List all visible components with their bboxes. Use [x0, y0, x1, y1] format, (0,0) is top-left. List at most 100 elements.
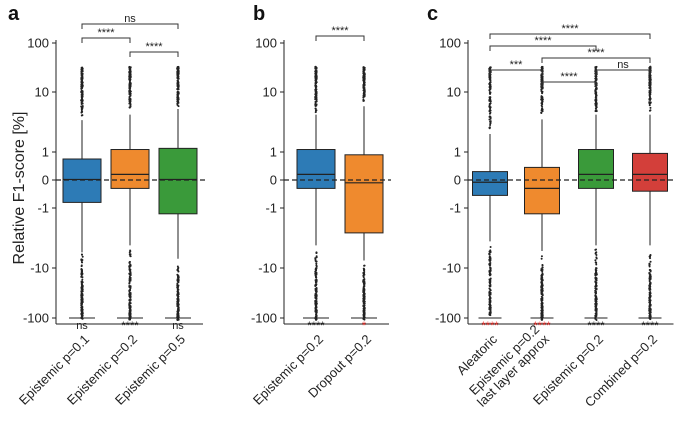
outlier-point: [649, 97, 652, 100]
outlier-point: [363, 82, 366, 85]
outlier-point: [541, 268, 544, 271]
outlier-point: [80, 282, 83, 285]
outlier-point: [176, 100, 179, 103]
outlier-point: [595, 78, 598, 81]
outlier-point: [540, 285, 543, 288]
outlier-point: [176, 71, 179, 74]
outlier-point: [541, 309, 544, 312]
outlier-point: [129, 94, 132, 97]
outlier-point: [648, 287, 651, 290]
y-tick-label: 1: [454, 145, 461, 160]
y-axis-label: Relative F1-score [%]: [11, 112, 28, 265]
outlier-point: [128, 261, 131, 264]
outlier-point: [362, 308, 365, 311]
bracket-label: ****: [331, 25, 349, 37]
outlier-point: [176, 76, 179, 79]
outlier-point: [489, 117, 492, 120]
y-tick-label: 100: [255, 36, 277, 51]
outlier-point: [648, 262, 651, 265]
outlier-point: [363, 88, 366, 91]
outlier-point: [129, 288, 132, 291]
outlier-point: [648, 67, 651, 70]
box-body: [110, 149, 150, 189]
outlier-point: [315, 262, 318, 265]
bottom-significance-label: ns: [172, 320, 184, 332]
y-tick-label: 10: [263, 85, 277, 100]
outlier-point: [488, 280, 491, 283]
outlier-point: [594, 109, 597, 112]
outlier-point: [128, 98, 131, 101]
outlier-point: [488, 273, 491, 276]
outlier-point: [595, 269, 598, 272]
outlier-point: [177, 67, 180, 70]
outlier-point: [81, 311, 84, 314]
outlier-point: [314, 75, 317, 78]
outlier-point: [363, 268, 366, 271]
outlier-point: [80, 299, 83, 302]
bracket-line: [315, 35, 365, 41]
outlier-point: [595, 263, 598, 266]
outlier-point: [488, 263, 491, 266]
outlier-point: [649, 253, 652, 256]
bracket-line: [489, 45, 597, 51]
outlier-point: [362, 71, 365, 74]
outlier-point: [648, 278, 651, 281]
outlier-point: [315, 292, 318, 295]
outlier-point: [80, 309, 83, 312]
y-tick-label: 10: [447, 85, 461, 100]
outlier-point: [540, 298, 543, 301]
outlier-point: [129, 293, 132, 296]
outlier-point: [489, 120, 492, 123]
box-body: [632, 152, 668, 192]
outlier-point: [81, 107, 84, 110]
outlier-point: [362, 99, 365, 102]
outlier-point: [81, 261, 84, 264]
outlier-point: [540, 111, 543, 114]
outlier-point: [541, 264, 544, 267]
outlier-point: [489, 304, 492, 307]
outlier-point: [177, 267, 180, 270]
outlier-point: [540, 289, 543, 292]
outlier-point: [315, 255, 318, 258]
outlier-point: [314, 272, 317, 275]
outlier-point: [128, 72, 131, 75]
outlier-point: [363, 74, 366, 77]
outlier-point: [649, 89, 652, 92]
outlier-point: [648, 301, 651, 304]
outlier-point: [595, 278, 598, 281]
y-tick-label: 1: [42, 145, 49, 160]
outlier-point: [80, 272, 83, 275]
outlier-point: [80, 286, 83, 289]
bracket-line: [129, 51, 179, 57]
box-1: ****Epistemic p=0.2: [250, 65, 336, 408]
outlier-point: [128, 282, 131, 285]
outlier-point: [594, 305, 597, 308]
bracket-line: [81, 23, 179, 29]
outlier-point: [176, 288, 179, 291]
outlier-point: [315, 312, 318, 315]
outlier-point: [314, 100, 317, 103]
outlier-point: [488, 290, 491, 293]
outlier-point: [489, 245, 492, 248]
outlier-point: [128, 92, 131, 95]
bracket-line: [541, 57, 651, 63]
outlier-point: [80, 305, 83, 308]
outlier-point: [648, 307, 651, 310]
outlier-point: [488, 105, 491, 108]
outlier-point: [540, 78, 543, 81]
bottom-significance-label: ****: [121, 320, 139, 332]
outlier-point: [81, 91, 84, 94]
outlier-point: [81, 102, 84, 105]
outlier-point: [648, 83, 651, 86]
outlier-point: [80, 105, 83, 108]
outlier-point: [176, 265, 179, 268]
outlier-point: [540, 257, 543, 260]
y-tick-label: -10: [258, 261, 277, 276]
panel-label: c: [427, 3, 438, 25]
outlier-point: [489, 88, 492, 91]
outlier-point: [128, 279, 131, 282]
outlier-point: [314, 257, 317, 260]
y-tick-label: -100: [251, 311, 277, 326]
y-tick-label: -100: [435, 311, 461, 326]
